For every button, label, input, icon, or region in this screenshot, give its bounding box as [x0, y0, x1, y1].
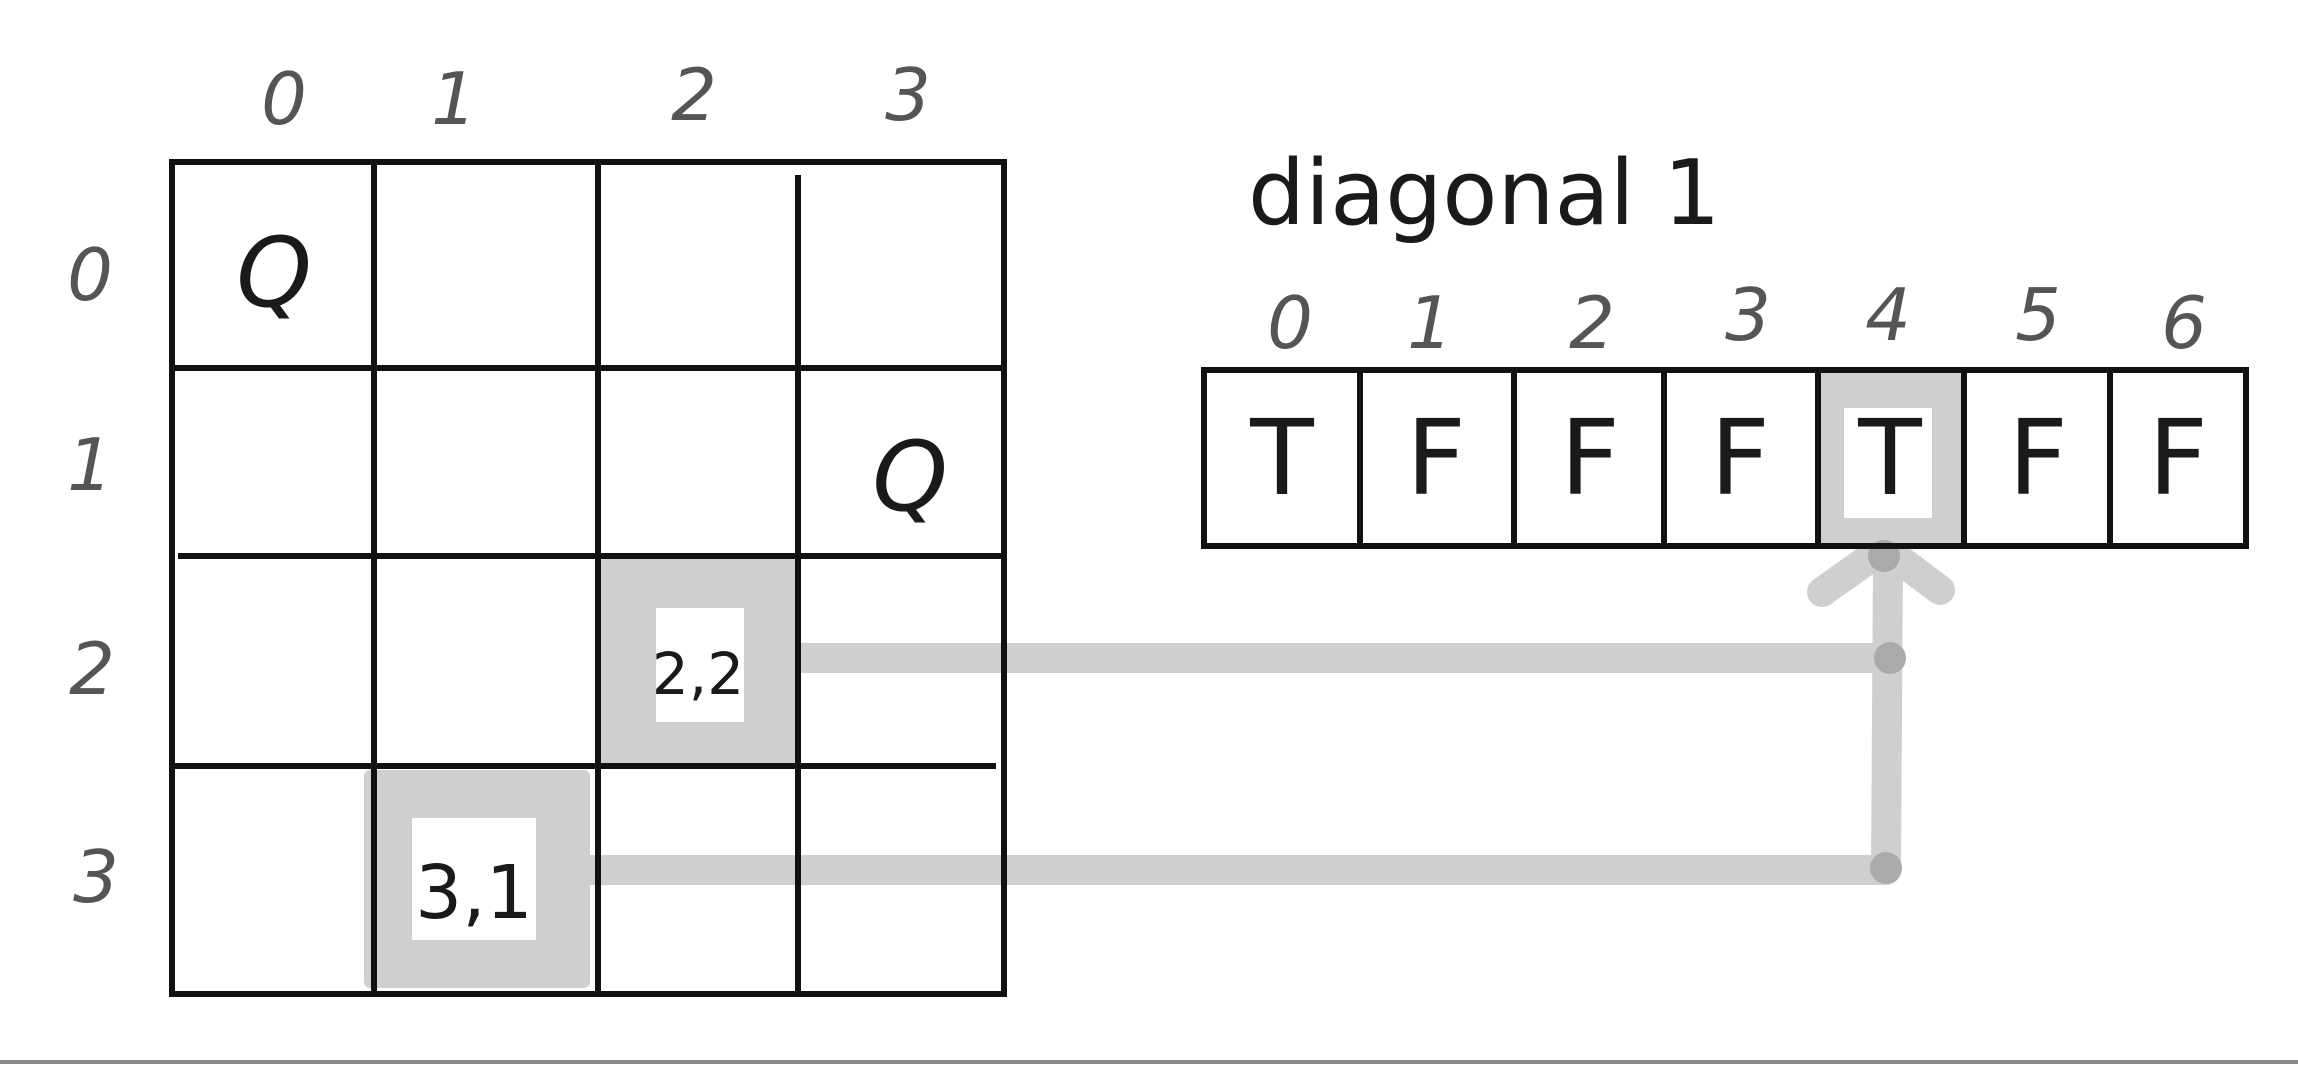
- row-label-3: 3: [73, 835, 119, 919]
- diagonal-highlight-inner: [1844, 408, 1932, 518]
- queen-1-3: Q: [872, 421, 948, 533]
- diagonal-value-6: F: [2148, 397, 2208, 519]
- cell-highlight-inner-3-1: [412, 818, 536, 940]
- connector-dot-lower: [1870, 852, 1902, 884]
- diagonal-value-2: F: [1560, 397, 1620, 519]
- diagonal-index-1: 1: [1407, 281, 1453, 365]
- cell-highlight-inner-2-2: [656, 608, 744, 722]
- cell-label-3-1: 3,1: [415, 850, 533, 936]
- col-label-2: 2: [671, 53, 717, 137]
- diagonal-value-4: T: [1857, 397, 1922, 519]
- diagonal-index-2: 2: [1569, 281, 1615, 365]
- diagonal-value-1: F: [1406, 397, 1466, 519]
- diagonal-value-3: F: [1710, 397, 1770, 519]
- diagonal-index-5: 5: [2015, 273, 2061, 357]
- row-label-0: 0: [67, 233, 113, 317]
- diagonal-index-6: 6: [2161, 281, 2207, 365]
- diagonal-index-3: 3: [1725, 273, 1771, 357]
- diagonal-array: [1201, 367, 2249, 549]
- diagonal-values: T F F F T F F: [1249, 397, 2208, 519]
- diagonal-index-4: 4: [1865, 273, 1911, 357]
- row-label-2: 2: [69, 627, 115, 711]
- col-label-3: 3: [885, 53, 931, 137]
- diagonal-value-5: F: [2008, 397, 2068, 519]
- diagonal-index-labels: 0 1 2 3 4 5 6: [1267, 273, 2207, 365]
- diagonal-value-0: T: [1249, 397, 1314, 519]
- diagonal-title: diagonal 1: [1248, 141, 1721, 246]
- board-col-labels: 0 1 2 3: [261, 53, 931, 141]
- col-label-0: 0: [261, 57, 307, 141]
- cell-label-2-2: 2,2: [652, 640, 744, 708]
- queen-0-0: Q: [236, 217, 312, 329]
- col-label-1: 1: [431, 57, 477, 141]
- diagonal-index-0: 0: [1267, 281, 1313, 365]
- board-row-labels: 0 1 2 3: [67, 233, 119, 919]
- row-label-1: 1: [67, 423, 113, 507]
- connector-dot-upper: [1874, 642, 1906, 674]
- board-grid: [169, 159, 1007, 997]
